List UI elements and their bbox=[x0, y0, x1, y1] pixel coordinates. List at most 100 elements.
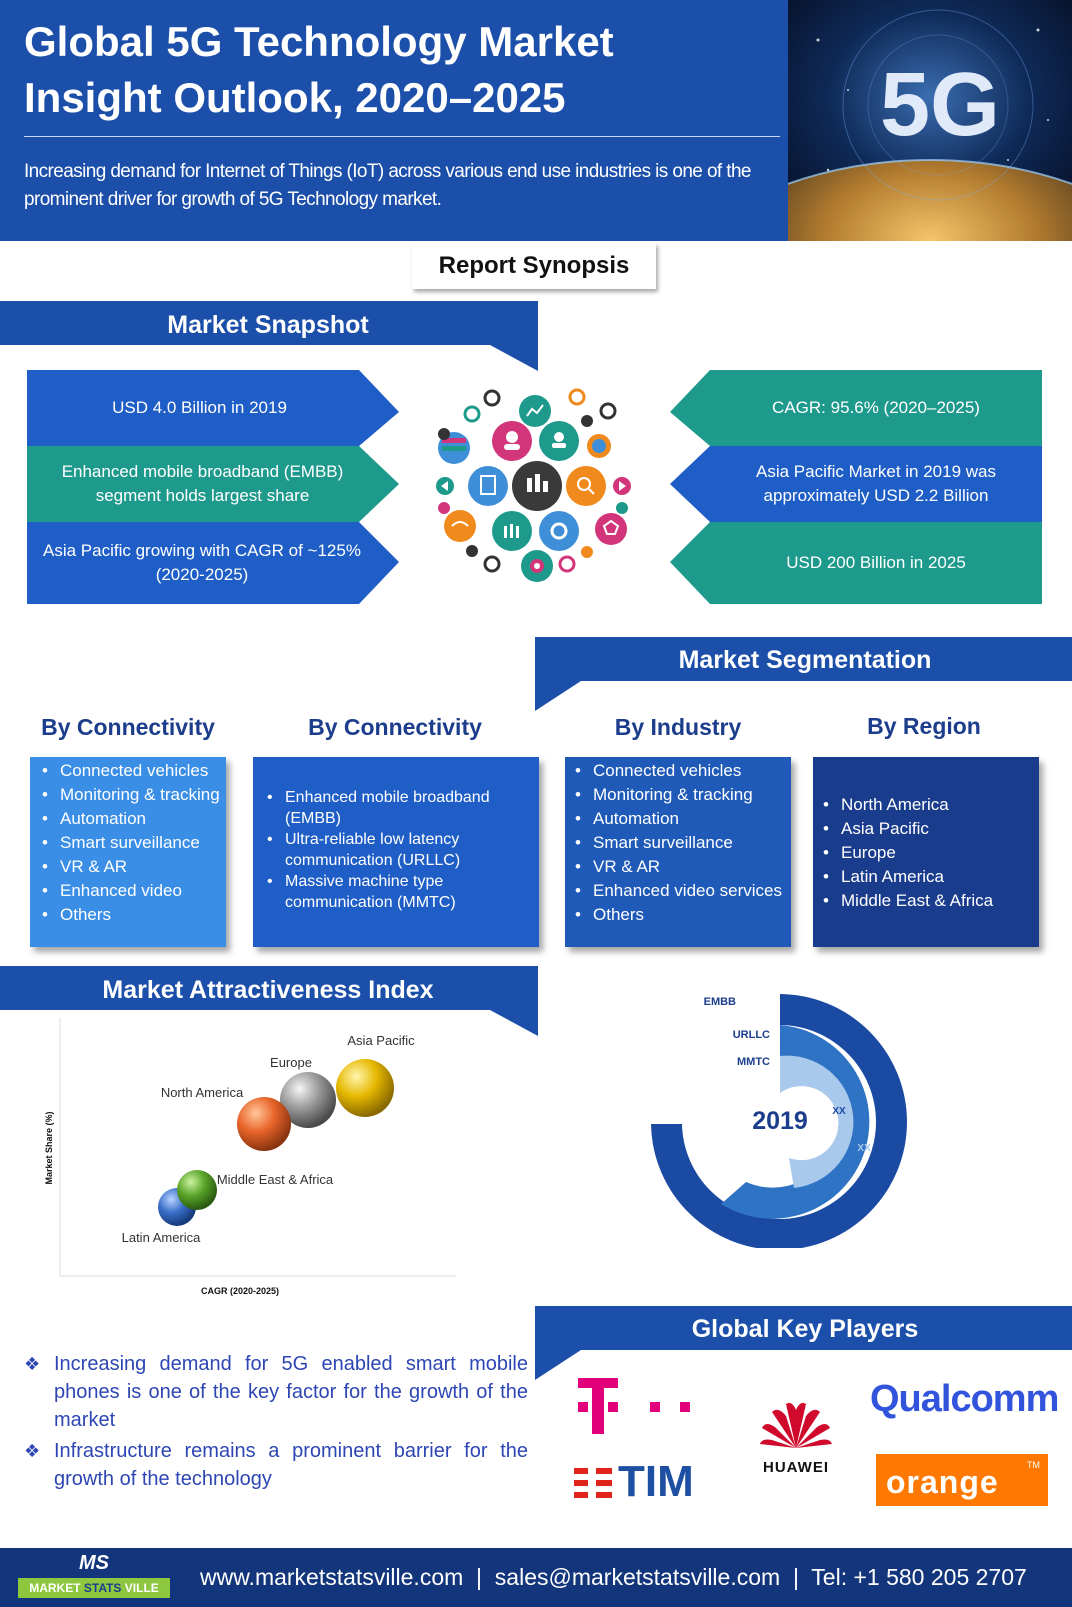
ring-label-mmtc: MMTC bbox=[737, 1056, 770, 1068]
dot-icon bbox=[466, 545, 478, 557]
bubble-north-america bbox=[237, 1097, 291, 1151]
segment-item: Asia Pacific bbox=[823, 817, 1031, 841]
gear-icon bbox=[539, 511, 579, 551]
document-icon bbox=[468, 466, 508, 506]
segment-heading-connectivity-1: By Connectivity bbox=[41, 714, 215, 740]
tim-wordmark: TIM bbox=[618, 1457, 694, 1506]
insights-list: ❖ Increasing demand for 5G enabled smart… bbox=[24, 1350, 528, 1493]
title-line-2: Insight Outlook, 2020–2025 bbox=[24, 74, 566, 121]
segment-box-connectivity-2: Enhanced mobile broadband (EMBB) Ultra-r… bbox=[253, 757, 539, 947]
segment-item: Connected vehicles bbox=[42, 759, 220, 783]
dot-icon bbox=[438, 502, 450, 514]
segment-item: Europe bbox=[823, 841, 1031, 865]
segment-item: Others bbox=[575, 903, 785, 927]
ring-label-embb: EMBB bbox=[704, 996, 736, 1008]
segment-item: North America bbox=[823, 793, 1031, 817]
snapshot-text: USD 200 Billion in 2025 bbox=[786, 553, 966, 572]
snapshot-left-shapes bbox=[27, 370, 399, 604]
bubble-label-europe: Europe bbox=[270, 1055, 312, 1070]
bubble-europe bbox=[280, 1072, 336, 1128]
marketstatsville-logo: MS MARKET STATS VILLE bbox=[18, 1552, 170, 1602]
key-players-heading: Global Key Players bbox=[692, 1315, 919, 1343]
tim-stripes-icon bbox=[574, 1468, 612, 1498]
orange-trademark: TM bbox=[1027, 1460, 1040, 1470]
hero-5g-image: 5G bbox=[788, 0, 1072, 241]
huawei-flower-icon bbox=[760, 1402, 832, 1448]
qualcomm-logo: Qualcomm bbox=[870, 1378, 1059, 1420]
logo-mark: MS bbox=[79, 1552, 109, 1574]
dot-icon bbox=[599, 402, 617, 420]
diamond-bullet-icon: ❖ bbox=[24, 1441, 41, 1461]
globe-image: 5G bbox=[788, 0, 1072, 241]
segment-item: Enhanced video bbox=[42, 879, 220, 903]
segment-heading-connectivity-2: By Connectivity bbox=[308, 714, 482, 740]
market-segmentation-banner: Market Segmentation bbox=[535, 637, 1072, 711]
report-synopsis-tab: Report Synopsis bbox=[412, 243, 656, 289]
segment-heading-region: By Region bbox=[867, 713, 981, 739]
market-snapshot-banner: Market Snapshot bbox=[0, 301, 538, 371]
segment-item: Connected vehicles bbox=[575, 759, 785, 783]
ring-label-urllc: URLLC bbox=[733, 1029, 770, 1041]
header-divider bbox=[24, 136, 780, 137]
segment-item: Automation bbox=[575, 807, 785, 831]
snapshot-text: USD 4.0 Billion in 2019 bbox=[112, 398, 287, 417]
snapshot-market-size-2019: USD 4.0 Billion in 2019 bbox=[27, 370, 372, 446]
segment-item: Latin America bbox=[823, 865, 1031, 889]
segment-box-connectivity-1: Connected vehicles Monitoring & tracking… bbox=[30, 757, 226, 947]
insight-item: ❖ Increasing demand for 5G enabled smart… bbox=[24, 1350, 528, 1434]
snapshot-size-2025: USD 200 Billion in 2025 bbox=[710, 522, 1042, 604]
snapshot-apac-2019: Asia Pacific Market in 2019 was approxim… bbox=[710, 446, 1042, 522]
dot-icon bbox=[558, 555, 576, 573]
segment-item: VR & AR bbox=[42, 855, 220, 879]
segment-item: Automation bbox=[42, 807, 220, 831]
dot-icon bbox=[568, 388, 586, 406]
logo-word-market: MARKET bbox=[29, 1581, 81, 1595]
logo-word-stats: STATS bbox=[83, 1581, 122, 1595]
diamond-bullet-icon: ❖ bbox=[24, 1354, 41, 1374]
ring-value-mmtc: XX bbox=[832, 1106, 846, 1117]
segment-item: Ultra-reliable low latency communication… bbox=[267, 829, 529, 871]
snapshot-embb-share: Enhanced mobile broadband (EMBB) segment… bbox=[40, 446, 365, 522]
hero-5g-text: 5G bbox=[880, 55, 1000, 155]
footer-contact[interactable]: www.marketstatsville.com | sales@markets… bbox=[200, 1564, 1027, 1590]
telekom-logo-image bbox=[578, 1378, 690, 1434]
market-segmentation-heading: Market Segmentation bbox=[679, 646, 932, 674]
header-panel bbox=[0, 0, 788, 241]
dot-icon bbox=[616, 502, 628, 514]
market-attractiveness-heading: Market Attractiveness Index bbox=[102, 976, 433, 1004]
snapshot-apac-cagr: Asia Pacific growing with CAGR of ~125% … bbox=[32, 522, 372, 604]
snapshot-text: Enhanced mobile broadband (EMBB) segment… bbox=[61, 462, 344, 505]
segment-box-industry: Connected vehicles Monitoring & tracking… bbox=[565, 757, 791, 947]
connectivity-radial-chart: EMBB URLLC MMTC 2019 XX XX bbox=[651, 994, 907, 1248]
segment-item: Monitoring & tracking bbox=[42, 783, 220, 807]
orange-logo: orange TM bbox=[876, 1454, 1048, 1506]
insight-text: Increasing demand for 5G enabled smart m… bbox=[54, 1353, 528, 1431]
segment-item: Smart surveillance bbox=[575, 831, 785, 855]
segment-item: Massive machine type communication (MMTC… bbox=[267, 871, 529, 913]
page-title: Global 5G Technology Market Insight Outl… bbox=[24, 14, 764, 126]
bubble-label-latin-america: Latin America bbox=[122, 1230, 202, 1245]
dot-icon bbox=[438, 428, 450, 440]
market-attractiveness-banner: Market Attractiveness Index bbox=[0, 966, 538, 1036]
segment-item: Middle East & Africa bbox=[823, 889, 1031, 913]
logo-wordmark: MARKET STATS VILLE bbox=[18, 1578, 170, 1598]
bubble-middle-east-africa bbox=[177, 1170, 217, 1210]
snapshot-cagr: CAGR: 95.6% (2020–2025) bbox=[710, 370, 1042, 446]
bubble-label-asia-pacific: Asia Pacific bbox=[347, 1033, 415, 1048]
segment-item: Smart surveillance bbox=[42, 831, 220, 855]
snapshot-text: Asia Pacific growing with CAGR of ~125% … bbox=[43, 541, 361, 584]
ring-mmtc bbox=[780, 1055, 854, 1188]
dot-icon bbox=[483, 555, 501, 573]
ring-value-urllc: XX bbox=[857, 1143, 871, 1154]
bubble-label-north-america: North America bbox=[161, 1085, 244, 1100]
dot-icon bbox=[483, 389, 501, 407]
key-players-banner: Global Key Players bbox=[535, 1306, 1072, 1380]
tim-logo: TIM bbox=[574, 1458, 714, 1506]
market-snapshot-heading: Market Snapshot bbox=[167, 311, 369, 339]
segment-item: VR & AR bbox=[575, 855, 785, 879]
bubble-label-middle-east-africa: Middle East & Africa bbox=[217, 1172, 334, 1187]
segment-item: Enhanced mobile broadband (EMBB) bbox=[267, 787, 529, 829]
pentagon-icon bbox=[595, 513, 627, 545]
insight-text: Infrastructure remains a prominent barri… bbox=[54, 1440, 528, 1490]
segment-heading-industry: By Industry bbox=[614, 714, 742, 740]
